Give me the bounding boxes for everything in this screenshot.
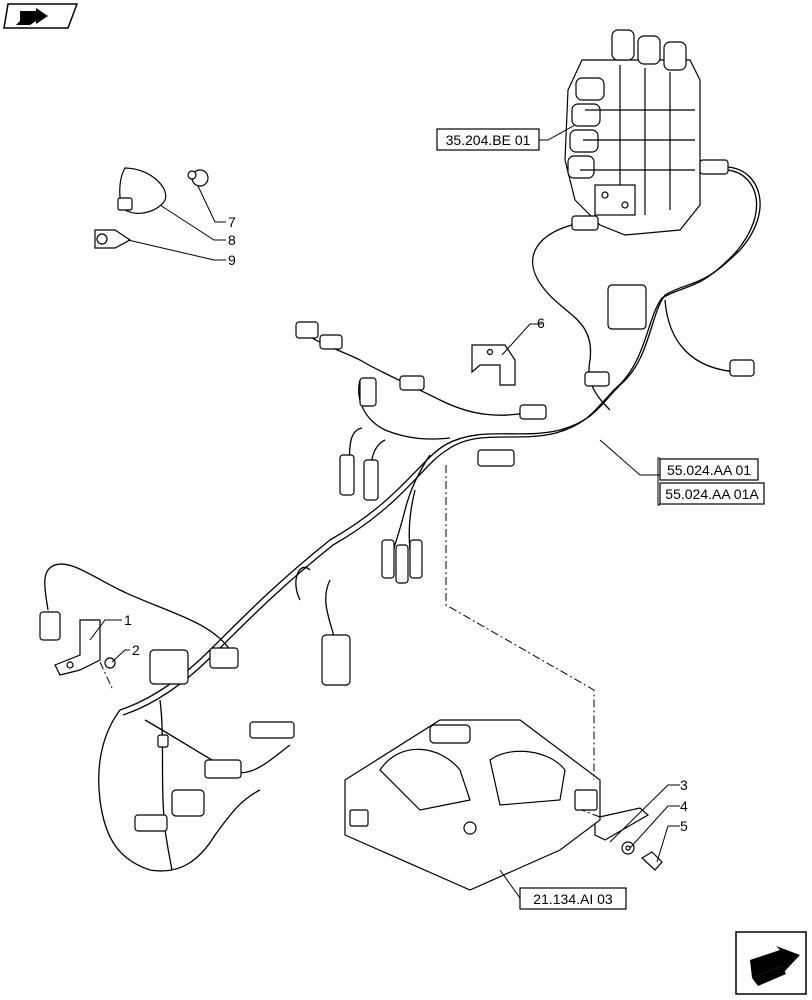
- callout-2: 2: [132, 642, 140, 658]
- harness-connectors: [39, 284, 755, 832]
- bracket-6: [471, 344, 516, 386]
- callout-9: 9: [228, 252, 236, 268]
- ref-text-control-unit: 21.134.AI 03: [533, 891, 613, 907]
- callout-6: 6: [537, 315, 545, 331]
- next-page-arrow-icon[interactable]: [735, 931, 807, 995]
- ref-box-valve-block[interactable]: 35.204.BE 01: [436, 128, 540, 151]
- ref-text-valve-block: 35.204.BE 01: [446, 132, 531, 148]
- ref-box-harness-1[interactable]: 55.024.AA 01: [659, 458, 759, 481]
- ref-text-harness-1: 55.024.AA 01: [667, 462, 751, 478]
- control-unit: [344, 719, 601, 891]
- valve-block: [564, 29, 729, 236]
- callout-3: 3: [680, 777, 688, 793]
- callout-7: 7: [228, 214, 236, 230]
- callout-4: 4: [680, 798, 688, 814]
- book-arrow-icon[interactable]: [3, 3, 79, 29]
- ref-box-harness-2[interactable]: 55.024.AA 01A: [659, 482, 765, 505]
- small-parts: [94, 167, 209, 249]
- left-brackets: [54, 619, 116, 676]
- callout-8: 8: [228, 232, 236, 248]
- right-brackets: [594, 807, 663, 871]
- callout-1: 1: [124, 612, 132, 628]
- callout-5: 5: [680, 818, 688, 834]
- ref-text-harness-2: 55.024.AA 01A: [665, 486, 759, 502]
- ref-box-control-unit[interactable]: 21.134.AI 03: [519, 887, 627, 910]
- locating-lines: [99, 465, 601, 818]
